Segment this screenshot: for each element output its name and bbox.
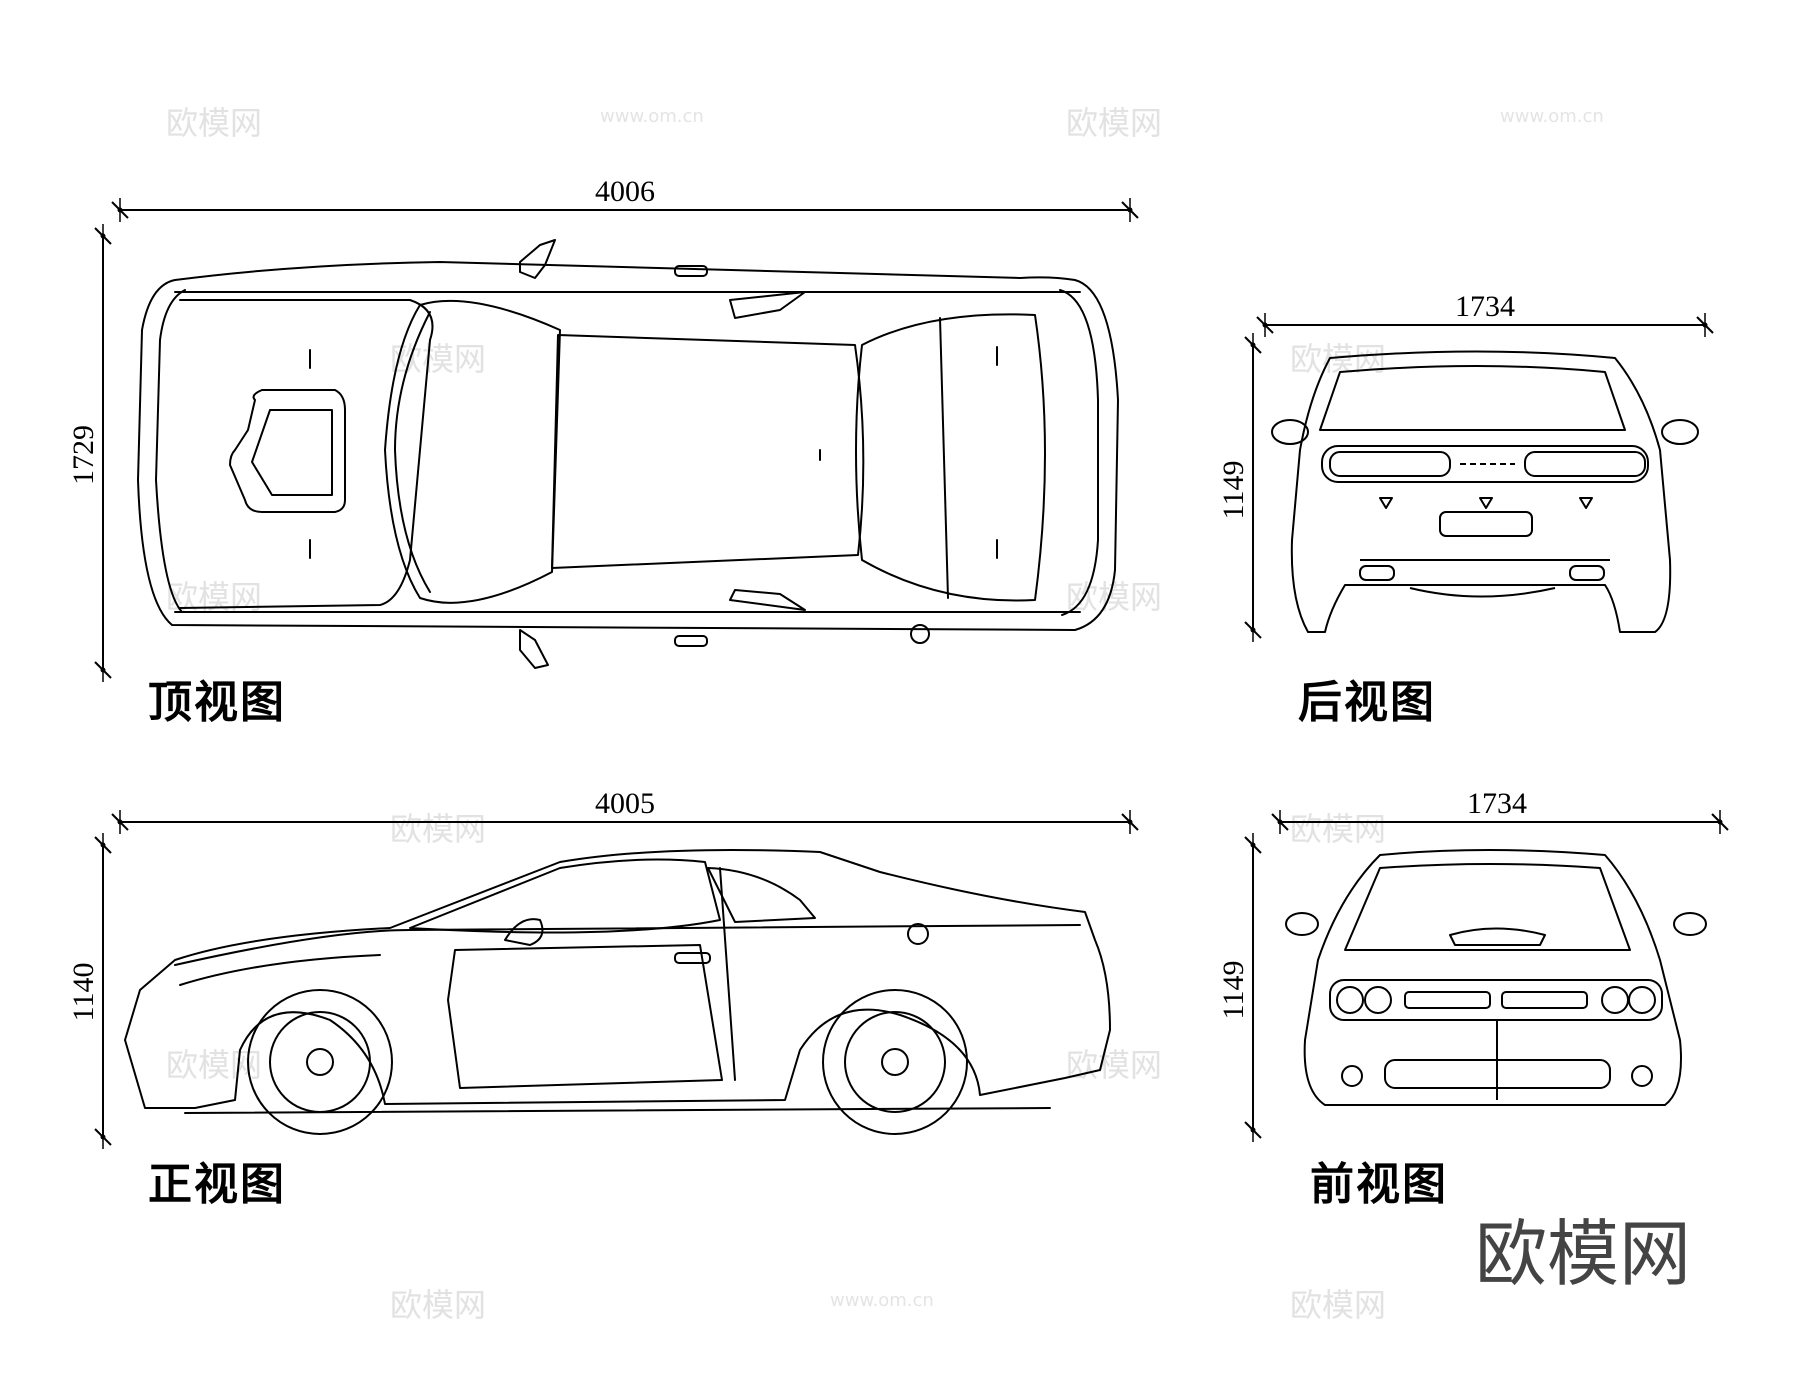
- top-length-label: 4006: [595, 175, 655, 208]
- side-length-dimension: 4005: [111, 787, 1139, 835]
- side-view-label: 正视图: [148, 1159, 286, 1210]
- front-view-drawing: [1285, 849, 1707, 1106]
- watermark-text: 欧模网: [390, 1286, 487, 1324]
- watermark-url: www.om.cn: [830, 1290, 934, 1311]
- top-view-label: 顶视图: [148, 677, 286, 728]
- watermark-url: www.om.cn: [600, 106, 704, 127]
- watermark-text: 欧模网: [1290, 810, 1387, 848]
- side-view-drawing: [124, 848, 1111, 1135]
- top-view-drawing: [137, 239, 1119, 669]
- rear-width-dimension: 1734: [1256, 290, 1714, 338]
- rear-view-drawing: [1271, 350, 1699, 633]
- front-height-dimension: 1149: [1217, 832, 1262, 1143]
- watermark-text: 欧模网: [1066, 1046, 1163, 1084]
- brand-logo-text: 欧模网: [1475, 1212, 1692, 1296]
- watermark-text: 欧模网: [1290, 1286, 1387, 1324]
- rear-view-label: 后视图: [1298, 677, 1436, 728]
- rear-width-label: 1734: [1455, 290, 1515, 323]
- watermark-text: 欧模网: [166, 104, 263, 142]
- watermark-text: 欧模网: [166, 578, 263, 616]
- front-view-label: 前视图: [1310, 1159, 1448, 1210]
- rear-height-dimension: 1149: [1217, 332, 1262, 643]
- side-length-label: 4005: [595, 787, 655, 820]
- watermark-text: 欧模网: [1066, 104, 1163, 142]
- top-length-dimension: 4006: [111, 175, 1139, 223]
- side-height-label: 1140: [67, 963, 100, 1022]
- front-width-label: 1734: [1467, 787, 1527, 820]
- watermark-url: www.om.cn: [1500, 106, 1604, 127]
- front-width-dimension: 1734: [1271, 787, 1729, 835]
- watermark-text: 欧模网: [390, 810, 487, 848]
- top-width-dimension: 1729: [67, 223, 112, 683]
- top-width-label: 1729: [67, 425, 100, 485]
- watermark-text: 欧模网: [166, 1046, 263, 1084]
- watermark-text: 欧模网: [1066, 578, 1163, 616]
- watermark-text: 欧模网: [1290, 340, 1387, 378]
- front-height-label: 1149: [1217, 961, 1250, 1020]
- rear-height-label: 1149: [1217, 461, 1250, 520]
- side-height-dimension: 1140: [67, 832, 112, 1150]
